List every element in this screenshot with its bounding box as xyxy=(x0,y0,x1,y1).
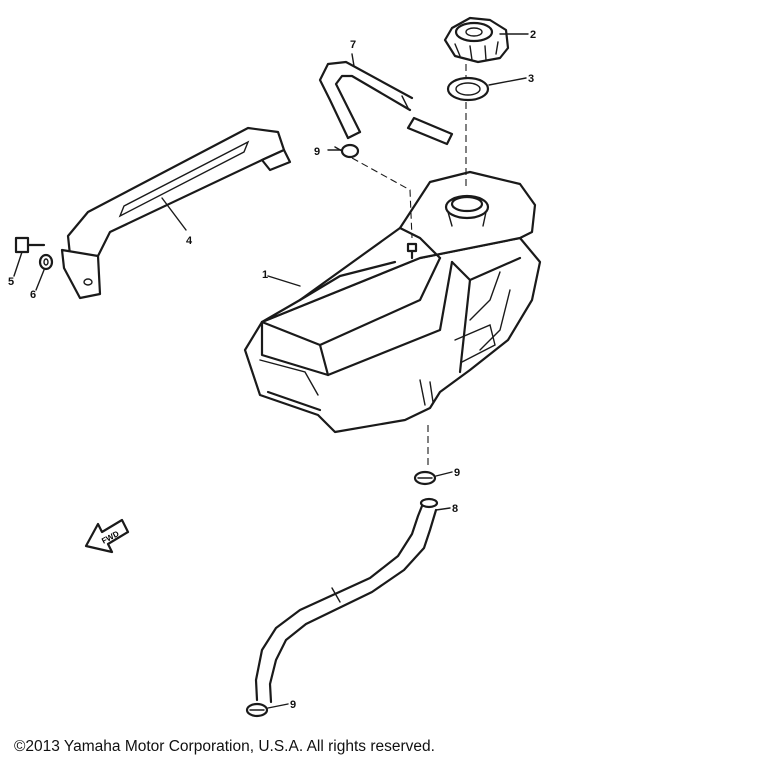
callout-6: 6 xyxy=(30,289,36,301)
fuel-cap xyxy=(443,16,510,64)
callout-2: 2 xyxy=(530,29,536,41)
callout-3: 3 xyxy=(528,73,534,85)
callout-5: 5 xyxy=(8,276,14,288)
washer xyxy=(38,253,54,271)
callout-7: 7 xyxy=(350,39,356,51)
copyright-notice: ©2013 Yamaha Motor Corporation, U.S.A. A… xyxy=(14,738,435,755)
callout-8: 8 xyxy=(452,503,458,515)
callout-1: 1 xyxy=(262,269,268,281)
leader-lines xyxy=(13,33,529,709)
hose-clip-middle xyxy=(413,470,437,486)
callout-9-middle: 9 xyxy=(454,467,460,479)
fuel-tank xyxy=(243,170,542,434)
hose-clip-top xyxy=(334,143,360,159)
tank-bracket xyxy=(60,126,292,300)
bolt xyxy=(14,236,46,254)
cap-gasket xyxy=(446,76,490,102)
callout-9-bottom: 9 xyxy=(290,699,296,711)
callout-9-top: 9 xyxy=(314,146,320,158)
breather-hose xyxy=(318,60,454,146)
hose-clip-bottom xyxy=(245,702,269,718)
fuel-hose xyxy=(254,497,439,704)
callout-4: 4 xyxy=(186,235,193,247)
forward-arrow-icon: FWD xyxy=(84,518,130,554)
